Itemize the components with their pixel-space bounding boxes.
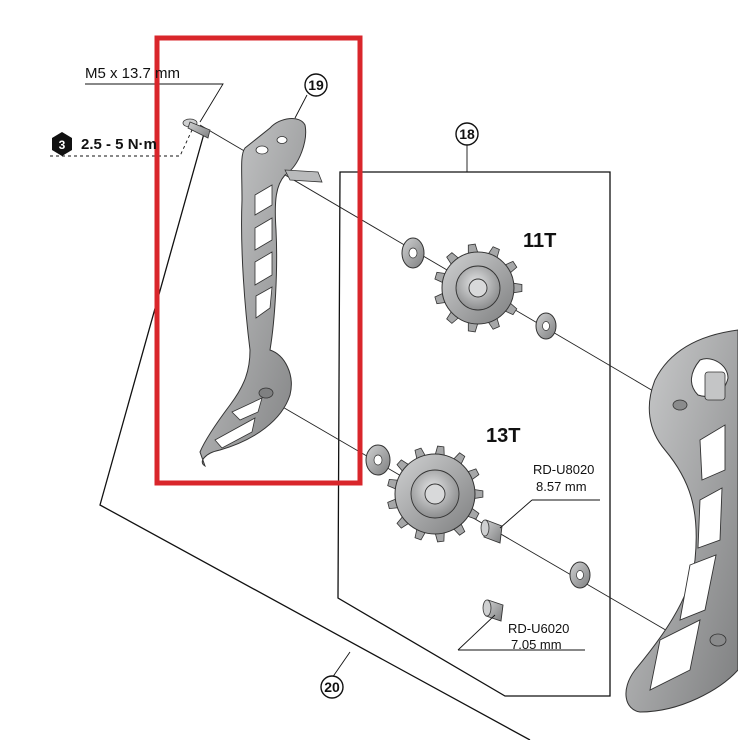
lower-axis-line [261, 394, 701, 651]
spacer-2-length: 7.05 mm [511, 637, 562, 652]
callout-20: 20 [320, 675, 344, 699]
mounting-bolt [182, 118, 211, 139]
spacer-1-model: RD-U8020 [533, 462, 594, 477]
upper-washer-left [401, 237, 425, 269]
spacer-rd-u8020 [480, 519, 503, 544]
upper-pulley-teeth-label: 11T [523, 230, 556, 252]
torque-step-badge: 3 [52, 132, 72, 156]
lower-pulley [387, 445, 484, 543]
svg-text:20: 20 [324, 679, 340, 695]
svg-text:3: 3 [59, 138, 66, 152]
upper-washer-right [535, 312, 557, 340]
leader-lines [50, 83, 600, 679]
spacer-rd-u6020 [482, 599, 504, 622]
highlight-box [154, 35, 363, 486]
svg-text:18: 18 [459, 126, 475, 142]
outer-cage-plate [625, 329, 738, 713]
pulley-set-box [337, 171, 611, 697]
lower-pulley-teeth-label: 13T [486, 425, 520, 447]
lower-washer-left [365, 444, 391, 476]
callout-19: 19 [304, 73, 328, 97]
callout-18: 18 [455, 122, 479, 146]
bolt-size-label: M5 x 13.7 mm [85, 65, 180, 82]
cage-outline [99, 129, 531, 740]
spacer-2-model: RD-U6020 [508, 621, 569, 636]
svg-text:19: 19 [308, 77, 324, 93]
torque-label: 2.5 - 5 N·m [81, 136, 157, 153]
spacer-1-length: 8.57 mm [536, 479, 587, 494]
inner-plate-arm [199, 118, 323, 468]
lower-washer-right [569, 561, 591, 589]
upper-pulley [434, 243, 523, 333]
